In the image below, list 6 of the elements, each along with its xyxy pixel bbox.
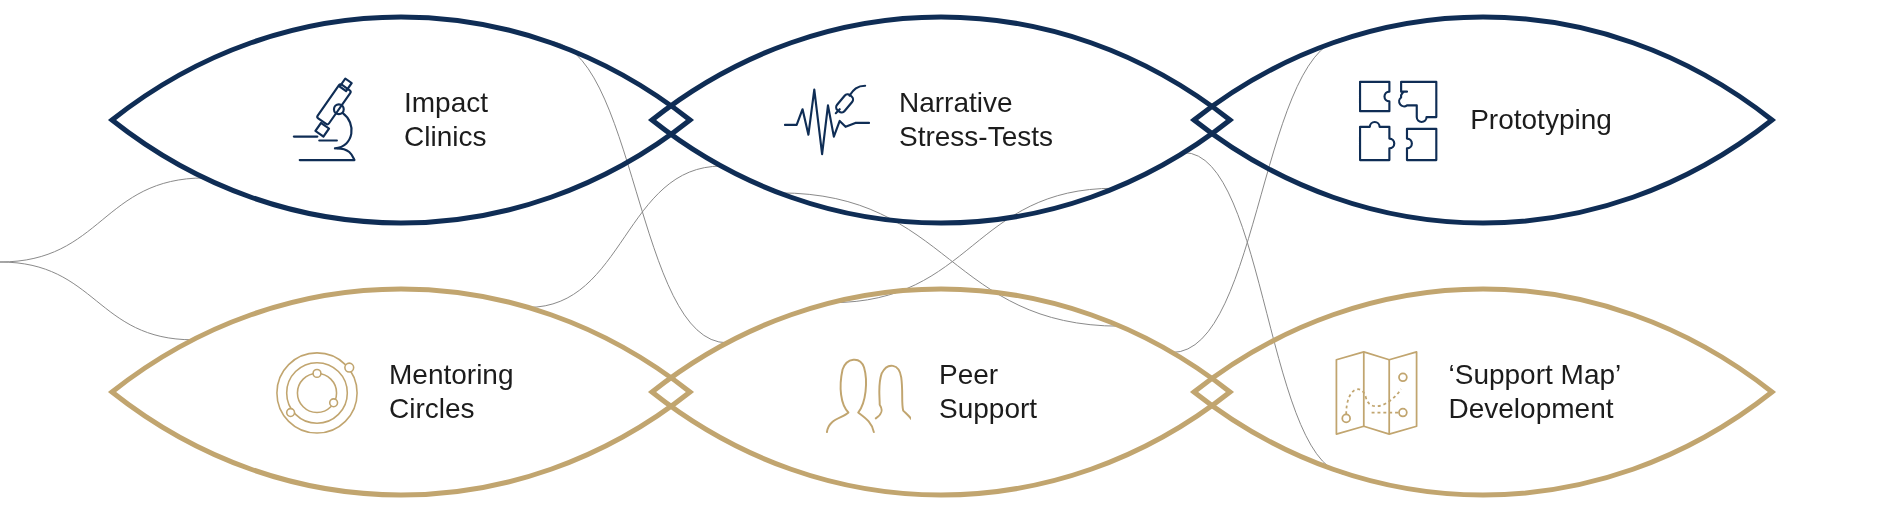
node-label: ‘Support Map’ Development (1448, 358, 1622, 426)
node-label: Peer Support (939, 358, 1039, 426)
node-label: Impact Clinics (404, 86, 490, 154)
node-label: Mentoring Circles (389, 358, 515, 426)
node-label: Prototyping (1470, 103, 1612, 137)
node-label: Narrative Stress-Tests (899, 86, 1055, 154)
